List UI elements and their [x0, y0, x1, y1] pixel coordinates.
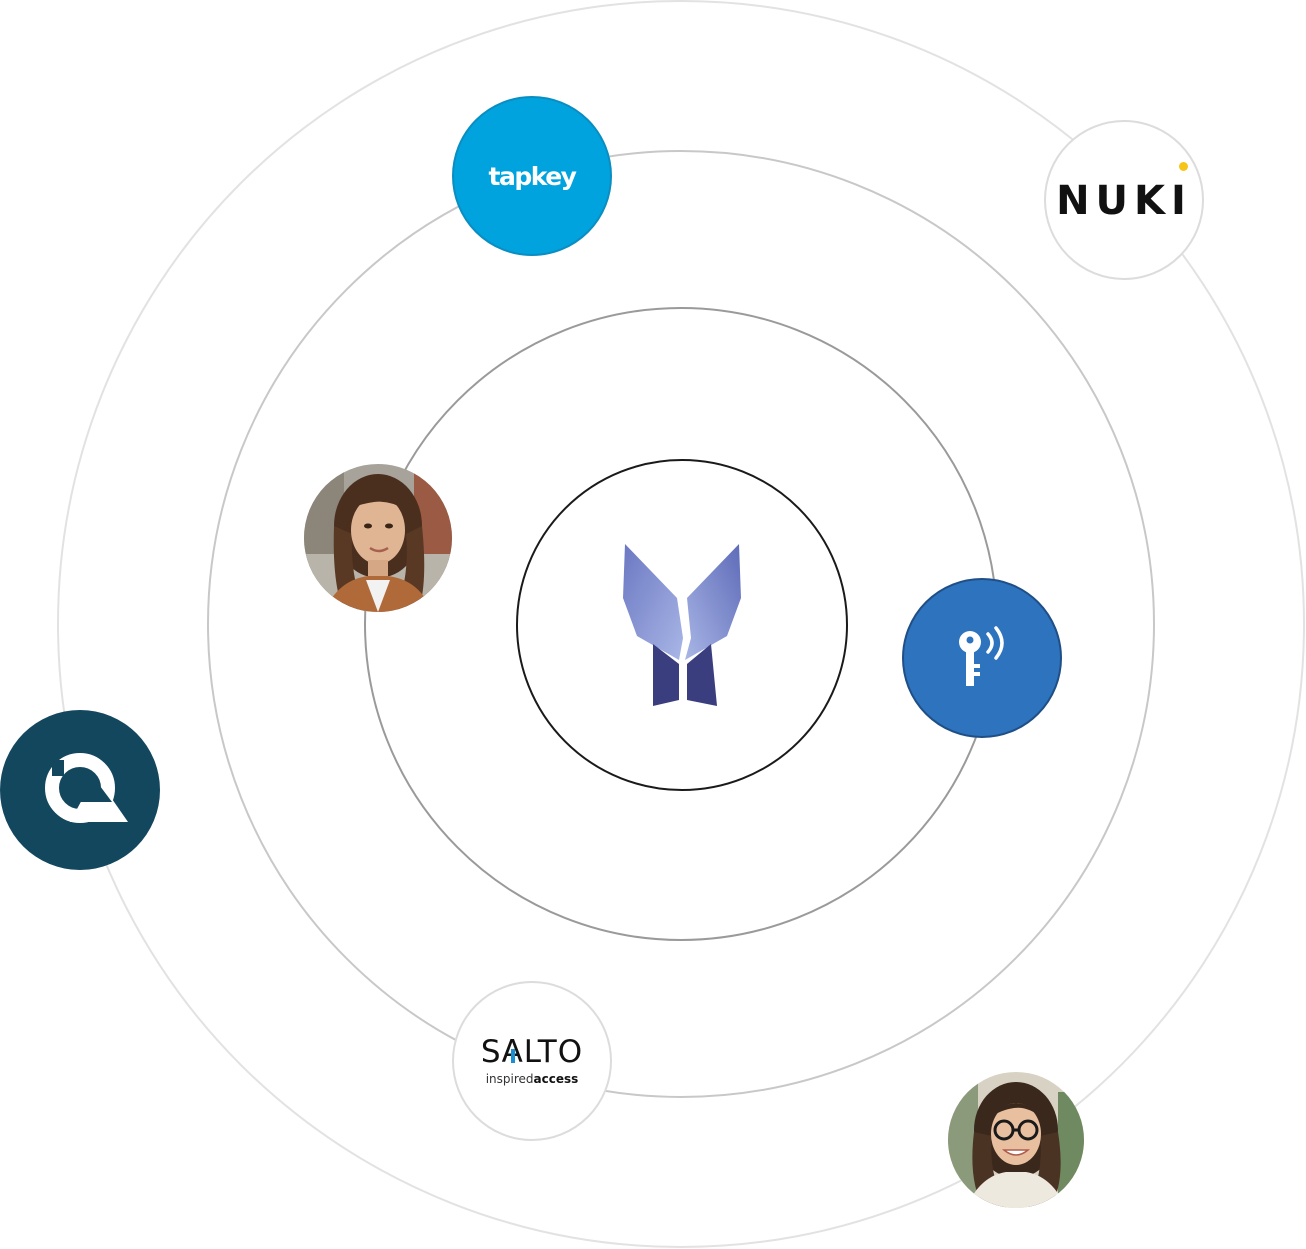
salto-accent-mark — [510, 1048, 515, 1063]
center-logo-node — [516, 459, 848, 791]
salto-tagline-light: inspired — [485, 1071, 534, 1086]
user-avatar-1 — [304, 464, 452, 612]
salto-letter-a: A — [502, 1036, 524, 1068]
salto-tagline: inspiredaccess — [486, 1072, 579, 1086]
lock-app-logo-node — [0, 710, 160, 870]
woman-avatar-icon — [304, 464, 452, 612]
q-logo-icon — [45, 753, 128, 823]
tapkey-logo-node: tapkey — [452, 96, 612, 256]
wireless-key-node — [902, 578, 1062, 738]
nuki-wordmark: NUKI — [1056, 178, 1192, 224]
woman-glasses-avatar-icon — [948, 1072, 1084, 1208]
orbit-ring-4 — [57, 0, 1305, 1248]
tapkey-wordmark: tapkey — [488, 161, 577, 191]
butterfly-logo-icon — [623, 544, 741, 706]
nuki-dot-icon — [1179, 162, 1188, 171]
salto-logo-node: S A LTO inspiredaccess — [452, 981, 612, 1141]
orbit-ring-3 — [207, 150, 1155, 1098]
wireless-key-icon — [959, 626, 1004, 686]
salto-tagline-bold: access — [533, 1071, 579, 1086]
salto-letter-s: S — [480, 1033, 502, 1070]
salto-wordmark: S A LTO — [480, 1033, 584, 1070]
salto-letters-lto: LTO — [523, 1033, 584, 1070]
user-avatar-2 — [948, 1072, 1084, 1208]
nuki-logo-node: NUKI — [1044, 120, 1204, 280]
